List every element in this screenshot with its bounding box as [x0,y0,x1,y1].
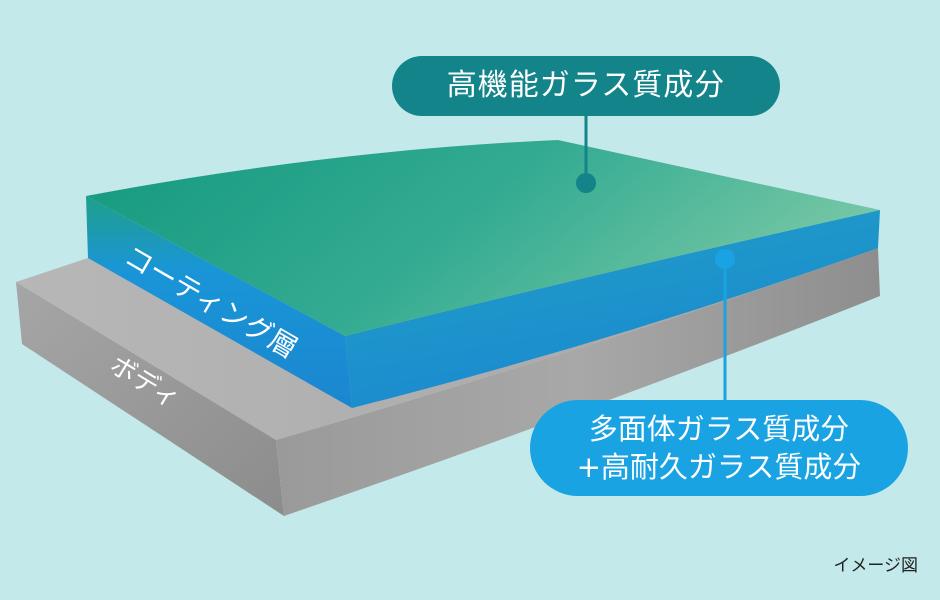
durable-glass-callout: 多面体ガラス質成分 +高耐久ガラス質成分 [530,400,908,496]
high-function-glass-callout: 高機能ガラス質成分 [392,56,780,116]
image-note: イメージ図 [833,556,918,576]
body-left-face [16,282,284,516]
coating-front-face [345,210,880,408]
coating-left-face [86,196,352,408]
durable-callout-line1: 多面体ガラス質成分 [588,412,850,446]
connector-dot-bottom [715,249,735,269]
durable-callout-line2: +高耐久ガラス質成分 [576,450,862,484]
coating-top-face [86,140,880,336]
body-front-face [276,248,880,516]
connector-dot-top [576,173,596,193]
